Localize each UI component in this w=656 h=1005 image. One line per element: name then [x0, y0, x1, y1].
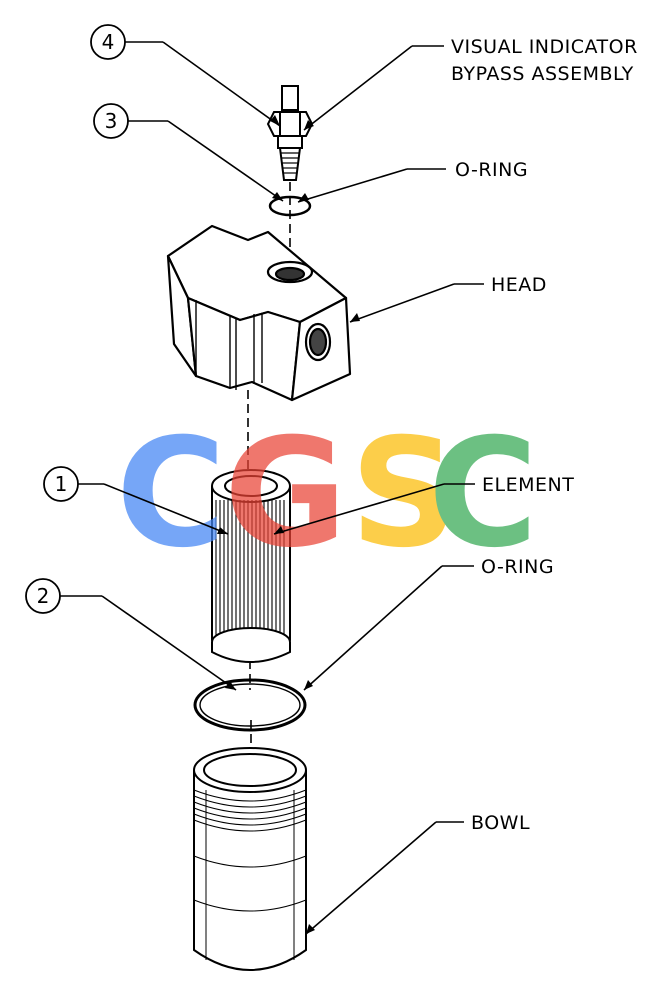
label-o-ring-lower: O-RING — [481, 556, 554, 578]
callout-circle-4 — [90, 24, 126, 60]
cgsc-watermark: C G S C — [116, 407, 538, 581]
filter-bowl-part — [193, 747, 307, 971]
label-visual-indicator-line1: VISUAL INDICATOR — [451, 36, 638, 58]
label-o-ring-top: O-RING — [455, 159, 528, 181]
watermark-letter-g: G — [224, 407, 347, 581]
label-head: HEAD — [491, 274, 547, 296]
leader-lines — [60, 41, 484, 935]
callout-circle-3 — [93, 103, 129, 139]
callout-number-3: 3 — [105, 109, 118, 133]
filter-element-part — [211, 469, 291, 663]
callout-number-1: 1 — [55, 472, 68, 496]
bypass-indicator-part — [266, 85, 314, 181]
callout-circles — [25, 24, 129, 614]
large-o-ring-part — [193, 678, 307, 732]
watermark-letter-c1: C — [116, 407, 226, 581]
callout-number-4: 4 — [102, 30, 115, 54]
label-bowl: BOWL — [471, 812, 530, 834]
small-o-ring-part — [268, 195, 312, 217]
label-visual-indicator-line2: BYPASS ASSEMBLY — [451, 63, 634, 85]
callout-number-2: 2 — [37, 584, 50, 608]
filter-head-part — [166, 224, 352, 402]
leader-arrowheads — [217, 115, 360, 934]
watermark-letter-c2: C — [428, 407, 538, 581]
callout-circle-1 — [43, 466, 79, 502]
callout-circle-2 — [25, 578, 61, 614]
label-element: ELEMENT — [482, 474, 574, 496]
watermark-letter-s: S — [350, 407, 458, 581]
